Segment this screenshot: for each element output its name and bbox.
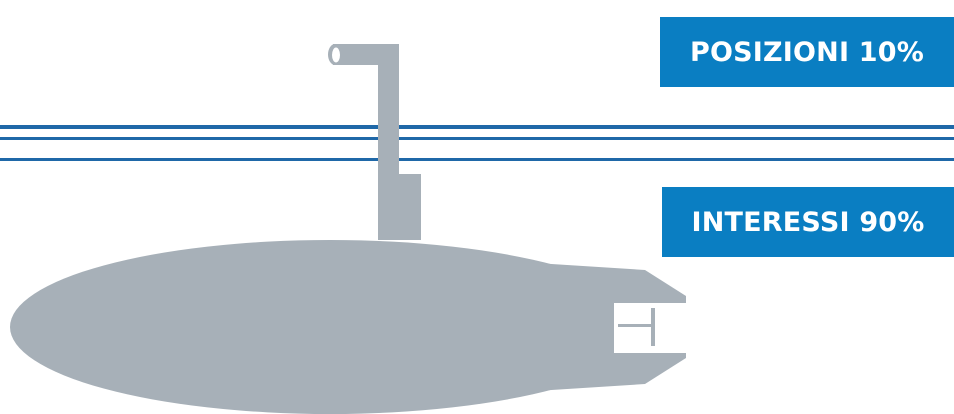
positions-label: POSIZIONI 10% [660,17,954,87]
water-surface-lines [0,125,954,161]
propeller-housing [614,303,686,353]
interests-label: INTERESSI 90% [662,187,954,257]
propeller-shaft [618,324,655,327]
water-line-2 [0,137,954,140]
submarine-icon [10,44,686,414]
propeller-blade [651,308,655,346]
conning-tower [378,174,421,240]
water-line-1 [0,125,954,129]
water-line-3 [0,158,954,161]
